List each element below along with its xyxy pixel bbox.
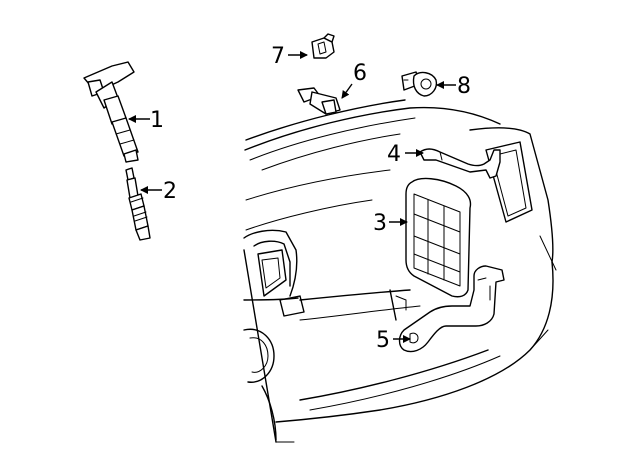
callout-2: 2	[140, 179, 177, 204]
callout-label-1: 1	[150, 108, 164, 133]
callout-4: 4	[387, 142, 424, 167]
callout-label-4: 4	[387, 142, 401, 167]
callout-label-5: 5	[376, 328, 390, 353]
cam-sensor-part	[311, 33, 335, 59]
callout-label-6: 6	[353, 61, 367, 86]
callout-label-7: 7	[271, 44, 285, 69]
callout-6: 6	[341, 61, 367, 99]
callout-label-8: 8	[457, 74, 471, 99]
callout-7: 7	[271, 44, 308, 69]
position-sensor-part	[297, 87, 341, 115]
callout-label-2: 2	[163, 179, 177, 204]
callout-label-3: 3	[373, 211, 387, 236]
callout-3: 3	[373, 211, 408, 236]
dashboard-outline	[243, 99, 557, 443]
lower-bracket-part	[398, 265, 505, 353]
upper-bracket-part	[419, 148, 501, 179]
ecu-module-part	[405, 177, 472, 298]
callout-8: 8	[436, 74, 471, 99]
callout-5: 5	[376, 328, 411, 353]
ignition-coil-part	[83, 61, 139, 163]
spark-plug-part	[125, 167, 151, 241]
callout-1: 1	[128, 108, 164, 133]
knock-sensor-part	[401, 71, 438, 97]
